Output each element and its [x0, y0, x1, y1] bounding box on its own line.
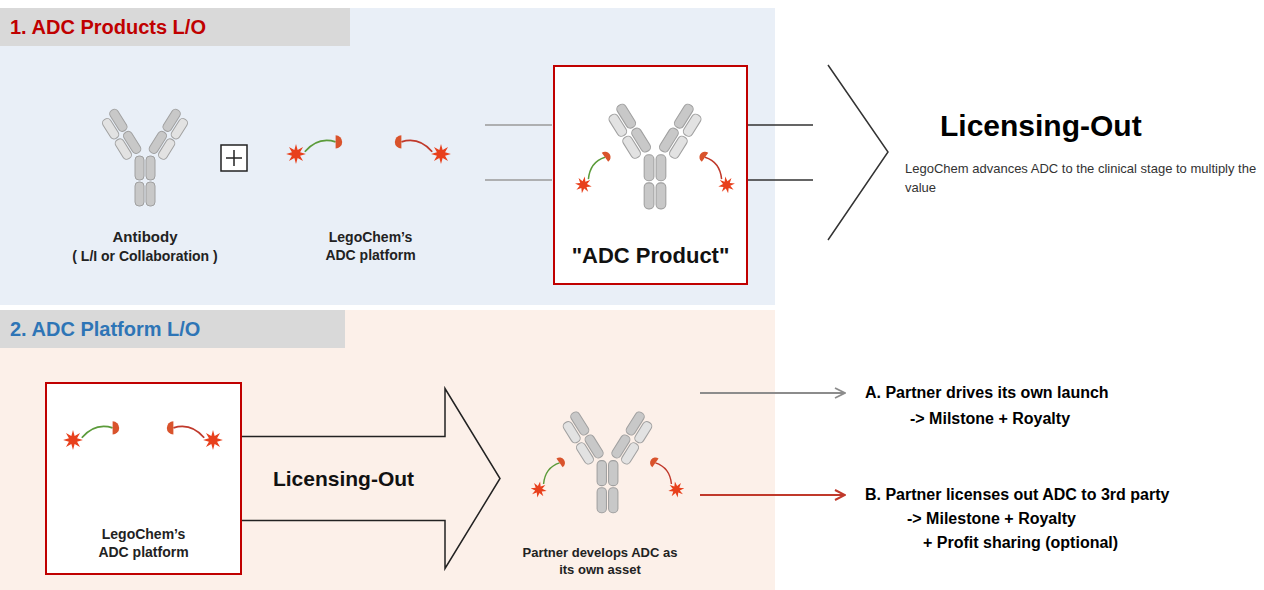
payload-linker — [523, 455, 574, 500]
block-arrow — [748, 65, 888, 240]
payload-linker — [690, 149, 743, 196]
payload-linker — [641, 455, 692, 500]
product-box: "ADC Product" — [553, 65, 748, 285]
payload-linker — [63, 421, 119, 450]
feed-line — [485, 179, 552, 181]
outcome-text: A. Partner drives its own launch -> Milst… — [845, 384, 1257, 428]
payload-linker — [567, 149, 620, 196]
adc-figure — [605, 103, 705, 209]
node-heading: Licensing-Out — [940, 108, 1260, 144]
plus-symbol — [221, 145, 247, 171]
node-heading: LegoChem’s ADC platform — [89, 525, 199, 561]
payload-linker — [286, 135, 342, 164]
node-text: LegoChem advances ADC to the clinical st… — [905, 160, 1260, 198]
node-heading: A. Partner drives its own launch — [865, 384, 1257, 402]
edge-label: Licensing-Out — [273, 467, 414, 491]
node-text: -> Milestone + Royalty — [907, 510, 1257, 528]
outcome-text: Licensing-OutLegoChem advances ADC to th… — [888, 108, 1260, 198]
node-heading: 2. ADC Platform L/O — [0, 310, 345, 348]
block-arrow — [242, 389, 500, 569]
antibody-figure — [99, 108, 191, 206]
figure-caption: LegoChem’s ADC platform — [318, 228, 423, 264]
node-text: -> Milstone + Royalty — [910, 410, 1257, 428]
outcome-text: B. Partner licenses out ADC to 3rd party… — [845, 486, 1257, 552]
section-band: 2. ADC Platform L/O LegoChem’s ADC platfo… — [0, 310, 775, 590]
node-heading: B. Partner licenses out ADC to 3rd party — [865, 486, 1257, 504]
partner-adc: Partner develops ADC as its own asset — [500, 385, 700, 585]
payload-linker — [167, 421, 223, 450]
feed-line — [485, 124, 552, 126]
node-text: + Profit sharing (optional) — [923, 534, 1257, 552]
figure-caption: Antibody — [85, 228, 205, 245]
arrow-connector — [700, 494, 845, 496]
platform-box: LegoChem’s ADC platform — [45, 382, 242, 575]
adc-figure — [559, 410, 655, 512]
node-heading: "ADC Product" — [555, 243, 746, 269]
node-heading: Partner develops ADC as its own asset — [520, 544, 680, 579]
payload-linker — [395, 135, 451, 164]
arrow-connector — [700, 392, 845, 394]
node-heading: 1. ADC Products L/O — [0, 8, 350, 46]
figure-caption: ( L/I or Collaboration ) — [55, 248, 235, 264]
